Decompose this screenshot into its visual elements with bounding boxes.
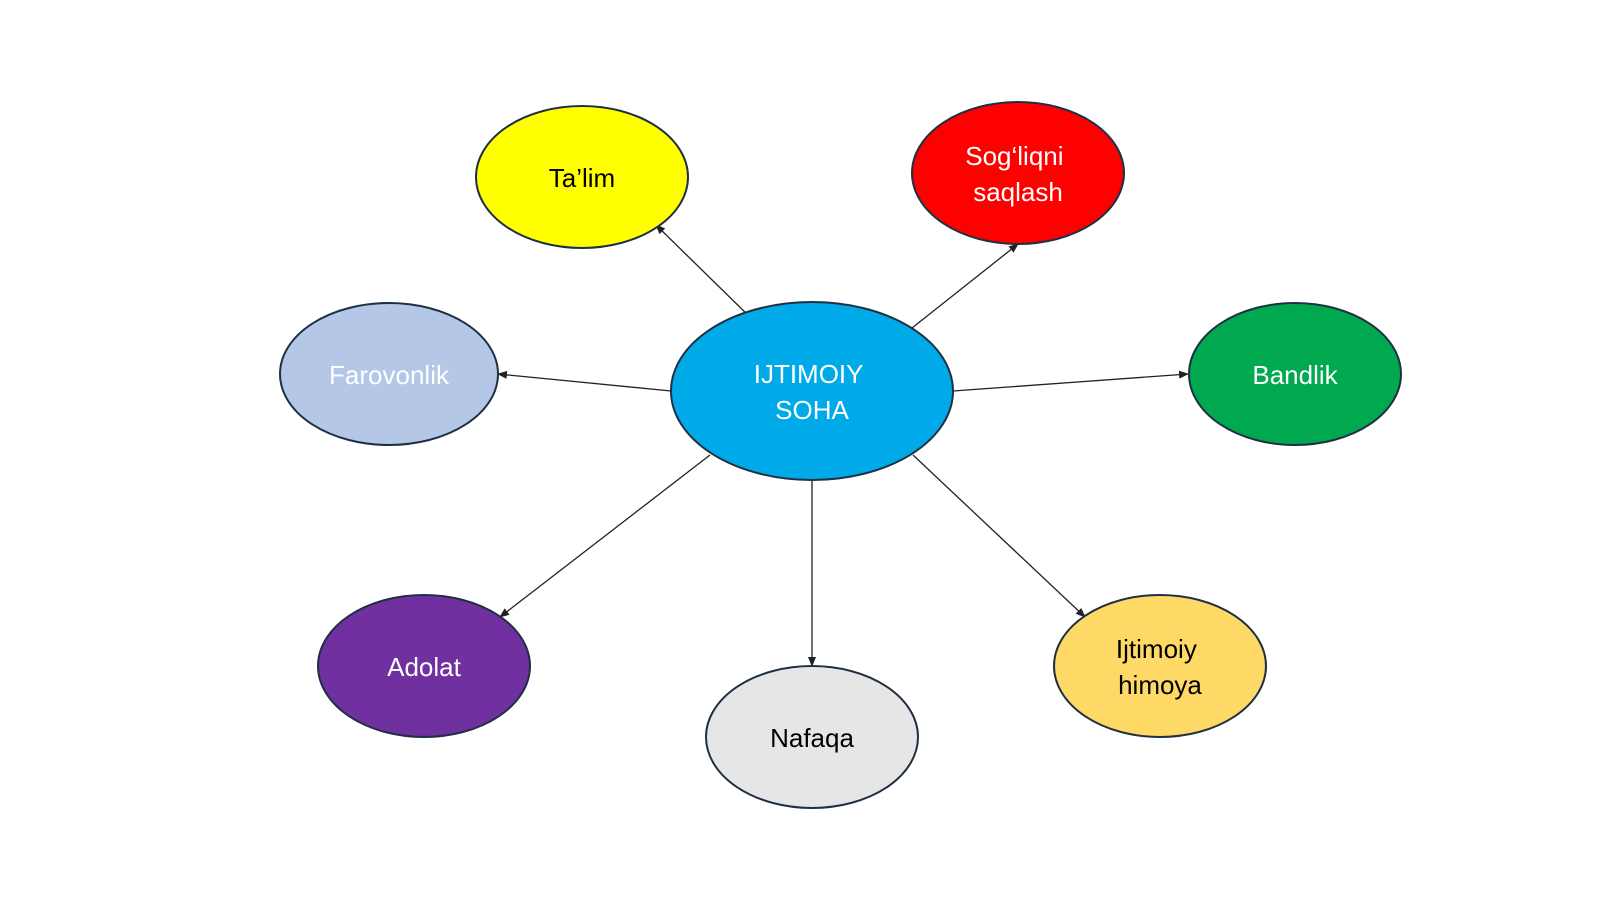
node-talim-label: Ta’lim — [549, 163, 615, 193]
node-ijtimoiy-himoya-label-line: Ijtimoiy — [1116, 634, 1197, 664]
node-bandlik-label-line: Bandlik — [1252, 360, 1338, 390]
node-sogliqni-saqlash-label: Sog‘liqni saqlash — [965, 141, 1071, 207]
node-center-label-line: SOHA — [775, 395, 849, 425]
node-nafaqa: Nafaqa — [705, 665, 919, 809]
arrow-to-bandlik — [952, 370, 1189, 392]
node-nafaqa-label: Nafaqa — [770, 723, 854, 753]
node-ijtimoiy-himoya: Ijtimoiy himoya — [1053, 594, 1267, 738]
node-center: IJTIMOIY SOHA — [670, 301, 954, 481]
node-ijtimoiy-himoya-shape — [1053, 594, 1267, 738]
node-ijtimoiy-himoya-label-line: himoya — [1118, 670, 1202, 700]
node-sogliqni-saqlash-label-line: Sog‘liqni — [965, 141, 1063, 171]
node-farovonlik-label: Farovonlik — [329, 360, 450, 390]
node-center-shape — [670, 301, 954, 481]
node-bandlik-shape — [1188, 302, 1402, 446]
node-nafaqa-shape — [705, 665, 919, 809]
node-bandlik-label: Bandlik — [1252, 360, 1338, 390]
arrow-to-ijtimoiy-himoya — [912, 454, 1086, 618]
arrow-to-farovonlik — [497, 370, 672, 392]
node-ijtimoiy-himoya-label: Ijtimoiy himoya — [1116, 634, 1204, 700]
node-nafaqa-label-line: Nafaqa — [770, 723, 854, 753]
node-bandlik: Bandlik — [1188, 302, 1402, 446]
node-adolat: Adolat — [317, 594, 531, 738]
node-adolat-label-line: Adolat — [387, 652, 461, 682]
arrow-to-adolat — [499, 454, 711, 618]
node-adolat-label: Adolat — [387, 652, 461, 682]
node-center-label-line: IJTIMOIY — [754, 359, 863, 389]
node-center-label: IJTIMOIY SOHA — [754, 359, 871, 425]
arrow-to-sogliqni-saqlash — [911, 243, 1019, 329]
node-farovonlik: Farovonlik — [279, 302, 499, 446]
node-sogliqni-saqlash-label-line: saqlash — [973, 177, 1063, 207]
arrow-to-talim — [655, 224, 754, 321]
node-sogliqni-saqlash: Sog‘liqni saqlash — [911, 101, 1125, 245]
node-talim-label-line: Ta’lim — [549, 163, 615, 193]
node-sogliqni-saqlash-shape — [911, 101, 1125, 245]
node-talim-shape — [475, 105, 689, 249]
node-adolat-shape — [317, 594, 531, 738]
node-farovonlik-label-line: Farovonlik — [329, 360, 450, 390]
node-farovonlik-shape — [279, 302, 499, 446]
node-talim: Ta’lim — [475, 105, 689, 249]
